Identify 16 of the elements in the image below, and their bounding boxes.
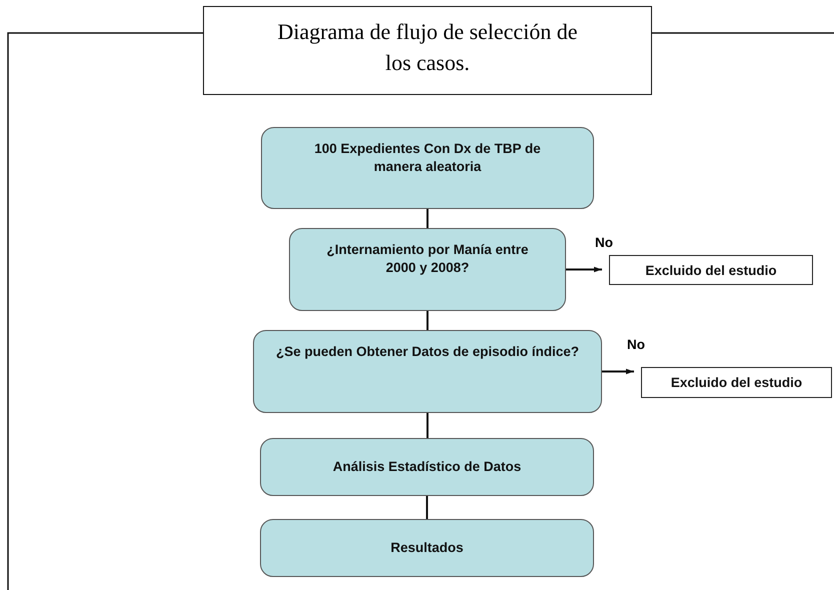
process-box: Resultados (260, 519, 594, 577)
process-box: Análisis Estadístico de Datos (260, 438, 594, 496)
title-box: Diagrama de flujo de selección de los casos. (203, 6, 652, 95)
process-box: ¿Internamiento por Manía entre 2000 y 2008? (289, 228, 566, 311)
process-box: 100 Expedientes Con Dx de TBP de manera aleatoria (261, 127, 594, 209)
connector-line (426, 413, 428, 438)
exclusion-box: Excluido del estudio (641, 367, 832, 398)
connector-line (426, 311, 428, 330)
process-box: ¿Se pueden Obtener Datos de episodio índice? (253, 330, 602, 413)
exclusion-box: Excluido del estudio (609, 255, 813, 285)
connector-line (426, 496, 428, 519)
arrow (566, 266, 602, 272)
arrow (602, 368, 634, 374)
edge-label: No (626, 338, 646, 352)
connector-line (426, 209, 428, 228)
edge-label: No (594, 236, 614, 250)
